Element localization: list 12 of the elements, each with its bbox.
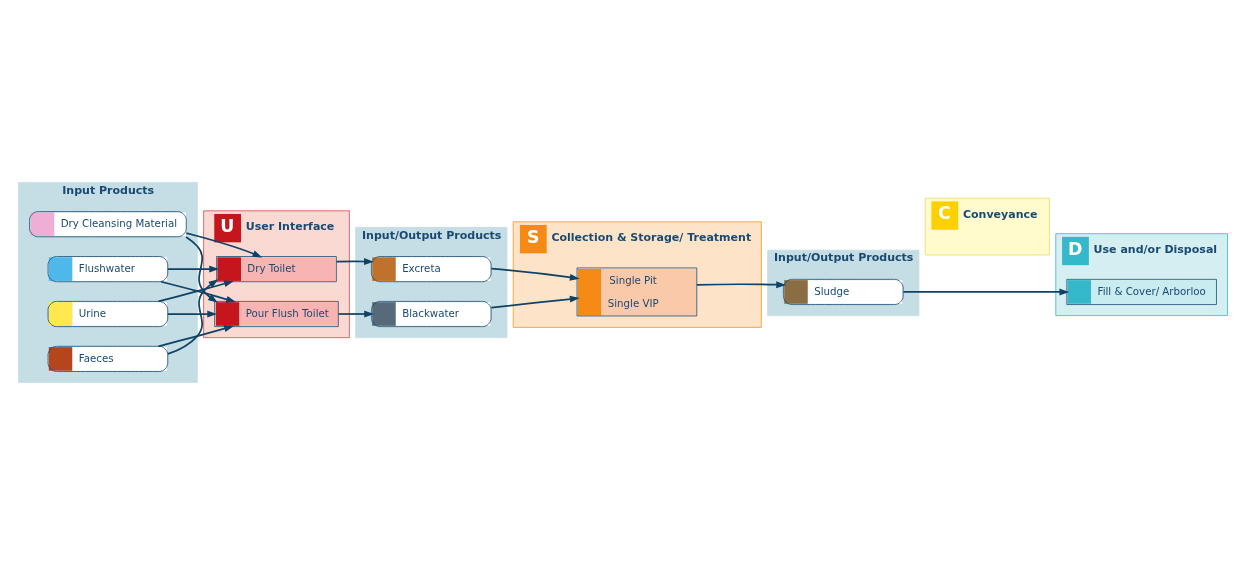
arrow	[490, 295, 580, 308]
arrow	[185, 235, 218, 303]
arrow	[157, 324, 234, 347]
arrow	[490, 267, 580, 281]
arrow	[167, 278, 219, 355]
arrow	[902, 288, 1070, 295]
arrow	[166, 310, 218, 317]
arrow	[335, 257, 374, 265]
arrow	[696, 280, 786, 288]
arrow	[166, 265, 219, 273]
arrow	[185, 231, 263, 258]
arrow	[337, 310, 374, 317]
